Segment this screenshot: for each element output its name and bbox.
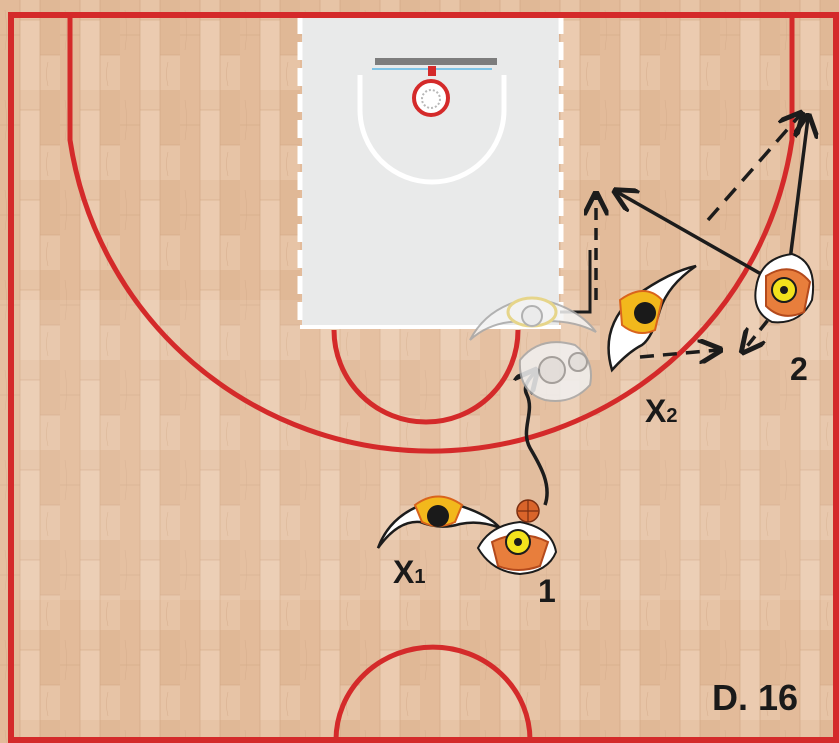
defender-x1 <box>376 495 501 549</box>
defender-x2-slide-dashed <box>639 350 718 357</box>
basketball-hoop-icon <box>372 58 497 117</box>
court-boundary <box>8 12 839 743</box>
three-point-line <box>67 16 795 454</box>
defender-x1-sub: 1 <box>414 566 425 588</box>
center-circle <box>333 644 533 741</box>
restricted-area-arc <box>357 75 507 185</box>
ghost-player-1 <box>518 341 592 402</box>
pass-option-dashed <box>706 115 800 222</box>
basketball-icon <box>516 499 540 523</box>
offense-player-1-number: 1 <box>538 573 556 609</box>
free-throw-circle-bottom <box>331 329 521 425</box>
player-2-cut-to-basket <box>617 192 769 280</box>
ghost-defender <box>469 296 597 341</box>
defender-x1-label: X1 <box>393 554 425 590</box>
defender-x2 <box>607 264 697 373</box>
offense-player-1 <box>476 520 558 576</box>
offense-player-2-number: 2 <box>790 351 808 387</box>
defender-x2-sub: 2 <box>666 405 677 427</box>
defender-x1-letter: X <box>393 554 415 590</box>
player-2-pop-out <box>788 118 808 261</box>
defender-x2-letter: X <box>645 393 667 429</box>
offense-player-2 <box>754 252 814 324</box>
defender-x2-label: X2 <box>645 393 677 429</box>
diagram-label: D. 16 <box>712 677 798 718</box>
